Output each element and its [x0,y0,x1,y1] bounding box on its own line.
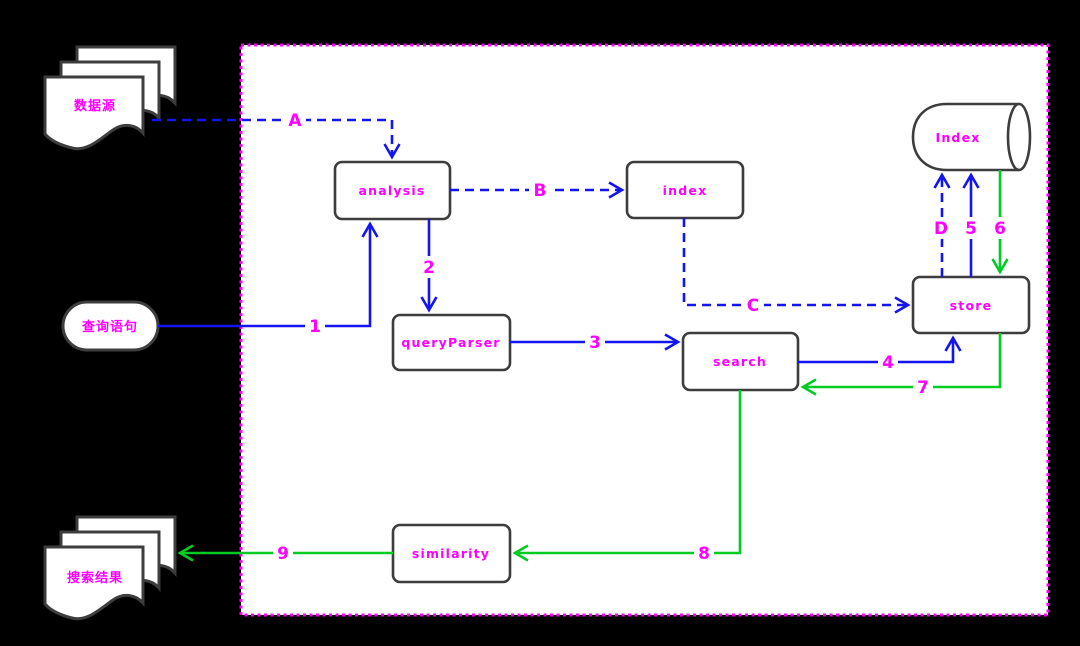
svg-text:4: 4 [882,353,894,373]
similarity-node: similarity [391,523,512,584]
svg-text:2: 2 [423,258,435,278]
edge-4-label: 4 [878,352,898,373]
data-source-label: 数据源 [74,98,116,114]
edge-6-label: 6 [991,217,1009,239]
query-statement-node: 查询语句 [61,300,160,352]
cylinder-end [1006,102,1032,172]
edge-A-label: A [284,110,306,131]
svg-text:D: D [934,219,948,239]
svg-text:9: 9 [277,544,289,564]
edge-3-label: 3 [585,332,605,353]
svg-text:5: 5 [965,219,977,239]
edge-5-label: 5 [962,217,980,239]
store-node: store [911,275,1031,335]
edge-A-line [152,118,401,160]
svg-text:8: 8 [698,544,710,564]
store-label: store [950,298,993,313]
search-node: search [681,331,800,392]
svg-text:7: 7 [917,378,929,398]
similarity-label: similarity [412,546,490,561]
edge-4-line [798,335,962,364]
index-db-label: Index [935,130,980,145]
edge-9-label: 9 [273,543,293,564]
search-results-label: 搜索结果 [67,570,123,586]
edge-B-label: B [529,180,551,201]
search-results-node: 搜索结果 [43,515,177,621]
svg-text:B: B [534,181,547,201]
query-statement-label: 查询语句 [81,319,138,335]
index-db-node: Index [911,102,1032,172]
analysis-label: analysis [359,183,426,198]
svg-text:1: 1 [309,317,321,337]
edge-7-label: 7 [913,377,933,398]
svg-text:6: 6 [994,219,1006,239]
index-label: index [663,183,708,198]
edge-D-label: D [930,217,952,239]
edge-8-label: 8 [694,543,714,564]
edge-C-label: C [742,295,764,316]
svg-text:C: C [747,296,759,316]
edge-1-label: 1 [305,316,325,337]
edge-2-label: 2 [419,256,439,278]
data-source-node: 数据源 [43,45,177,151]
query-parser-label: queryParser [401,335,500,350]
svg-text:3: 3 [589,333,601,353]
edge-1-line [158,221,379,328]
analysis-node: analysis [333,160,452,221]
edge-7-line [800,333,1002,396]
svg-text:A: A [288,111,302,131]
cylinder-body [911,102,1019,172]
index-node: index [625,160,745,220]
search-label: search [713,354,767,369]
edge-8-line [512,390,742,562]
query-parser-node: queryParser [391,313,512,372]
